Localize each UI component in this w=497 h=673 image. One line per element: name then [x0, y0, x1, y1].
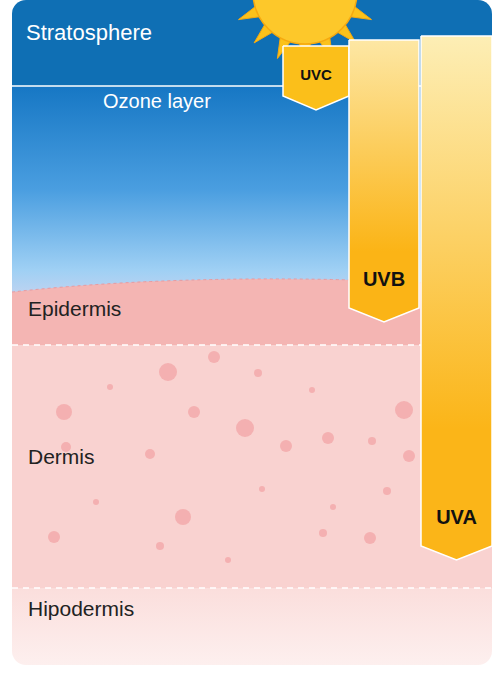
layer-divider: [12, 587, 492, 589]
text-holder: Ozone layer: [12, 86, 292, 113]
cell-dot: [56, 404, 72, 420]
text-holder: Epidermis: [12, 292, 262, 321]
cell-dot: [322, 432, 334, 444]
hypodermis-band: [12, 588, 492, 665]
radiation-label: UVC: [300, 66, 332, 83]
epidermis-layer: Epidermis: [12, 292, 262, 342]
cell-dot: [107, 384, 113, 390]
text-holder: Dermis: [12, 345, 262, 469]
dermis-layer: Dermis: [12, 345, 262, 585]
uva-arrow: UVA: [421, 36, 492, 560]
text-holder: Hipodermis: [12, 590, 262, 621]
text-holder: UVA: [421, 36, 492, 529]
text-holder: Stratosphere: [12, 0, 262, 46]
layer-label: Ozone layer: [103, 90, 211, 113]
text-holder: UVC: [283, 46, 349, 84]
cell-dot: [330, 504, 336, 510]
cell-dot: [188, 406, 200, 418]
dermis-band: [12, 340, 492, 590]
cell-dot: [368, 437, 376, 445]
radiation-label: UVB: [363, 268, 405, 291]
arrow-shape: [421, 36, 492, 560]
layer-divider: [12, 344, 492, 346]
arrow-outline: [421, 36, 492, 560]
cell-dot: [208, 351, 220, 363]
layer-label: Hipodermis: [28, 597, 134, 621]
cell-dot: [236, 419, 254, 437]
arrow-outline: [349, 40, 419, 322]
cell-dot: [309, 387, 315, 393]
epidermis-edge: [12, 279, 492, 292]
cell-dot: [93, 499, 99, 505]
ozone-line: [12, 85, 492, 87]
ozone-layer-band: Ozone layer: [12, 86, 292, 126]
cell-dot: [395, 401, 413, 419]
cell-dot: [225, 557, 231, 563]
cell-dot: [156, 542, 164, 550]
skin-atmosphere-layers: [12, 0, 492, 665]
epidermis-band: [12, 279, 492, 345]
arrow-outline: [283, 46, 349, 110]
stratosphere-band: [12, 0, 492, 86]
cell-dot: [175, 509, 191, 525]
cell-dot: [383, 487, 391, 495]
uvc-arrow: UVC: [283, 46, 349, 110]
cell-dot: [254, 369, 262, 377]
layer-label: Dermis: [28, 445, 95, 469]
cell-dot: [259, 486, 265, 492]
cell-dot: [319, 529, 327, 537]
cell-dot: [403, 450, 415, 462]
layer-label: Stratosphere: [26, 20, 152, 46]
cell-dot: [48, 531, 60, 543]
cell-dot: [280, 440, 292, 452]
cell-dot: [145, 449, 155, 459]
sun-disc: [253, 0, 357, 44]
stratosphere-band: Stratosphere: [12, 0, 262, 80]
text-holder: UVB: [349, 40, 419, 291]
cell-dot: [159, 363, 177, 381]
radiation-label: UVA: [436, 506, 477, 529]
hypodermis-layer: Hipodermis: [12, 590, 262, 660]
layer-label: Epidermis: [28, 297, 121, 321]
dermis-cells: [48, 351, 415, 563]
cell-dot: [364, 532, 376, 544]
uvb-arrow: UVB: [349, 40, 419, 322]
